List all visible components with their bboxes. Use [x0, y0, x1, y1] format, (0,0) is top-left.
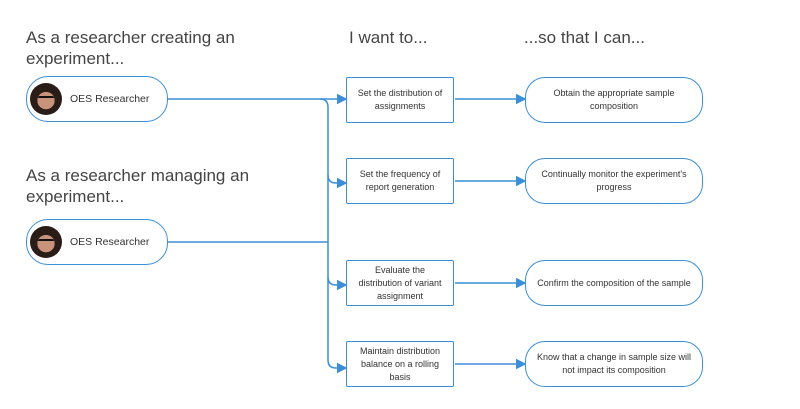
persona-label: OES Researcher — [70, 236, 150, 248]
heading-persona-create: As a researcher creating an experiment..… — [26, 28, 235, 68]
persona-label: OES Researcher — [70, 93, 150, 105]
outcome-box[interactable]: Continually monitor the experiment's pro… — [525, 158, 703, 204]
outcome-box[interactable]: Know that a change in sample size will n… — [525, 341, 703, 387]
want-box[interactable]: Evaluate the distribution of variant ass… — [346, 260, 454, 306]
outcome-box[interactable]: Obtain the appropriate sample compositio… — [525, 77, 703, 123]
heading-want: I want to... — [349, 28, 428, 47]
researcher-avatar-icon — [30, 83, 62, 115]
trunk-to-want-2 — [327, 174, 348, 189]
want-box[interactable]: Maintain distribution balance on a rolli… — [346, 341, 454, 387]
persona-card[interactable]: OES Researcher — [26, 76, 168, 122]
researcher-avatar-icon — [30, 226, 62, 258]
trunk-to-want-3 — [327, 276, 348, 291]
want-box[interactable]: Set the frequency of report generation — [346, 158, 454, 204]
heading-so-that: ...so that I can... — [524, 28, 645, 47]
want-box[interactable]: Set the distribution of assignments — [346, 77, 454, 123]
outcome-box[interactable]: Confirm the composition of the sample — [525, 260, 703, 306]
persona-card[interactable]: OES Researcher — [26, 219, 168, 265]
heading-persona-manage: As a researcher managing an experiment..… — [26, 166, 250, 206]
persona-1-trunk — [319, 98, 348, 374]
